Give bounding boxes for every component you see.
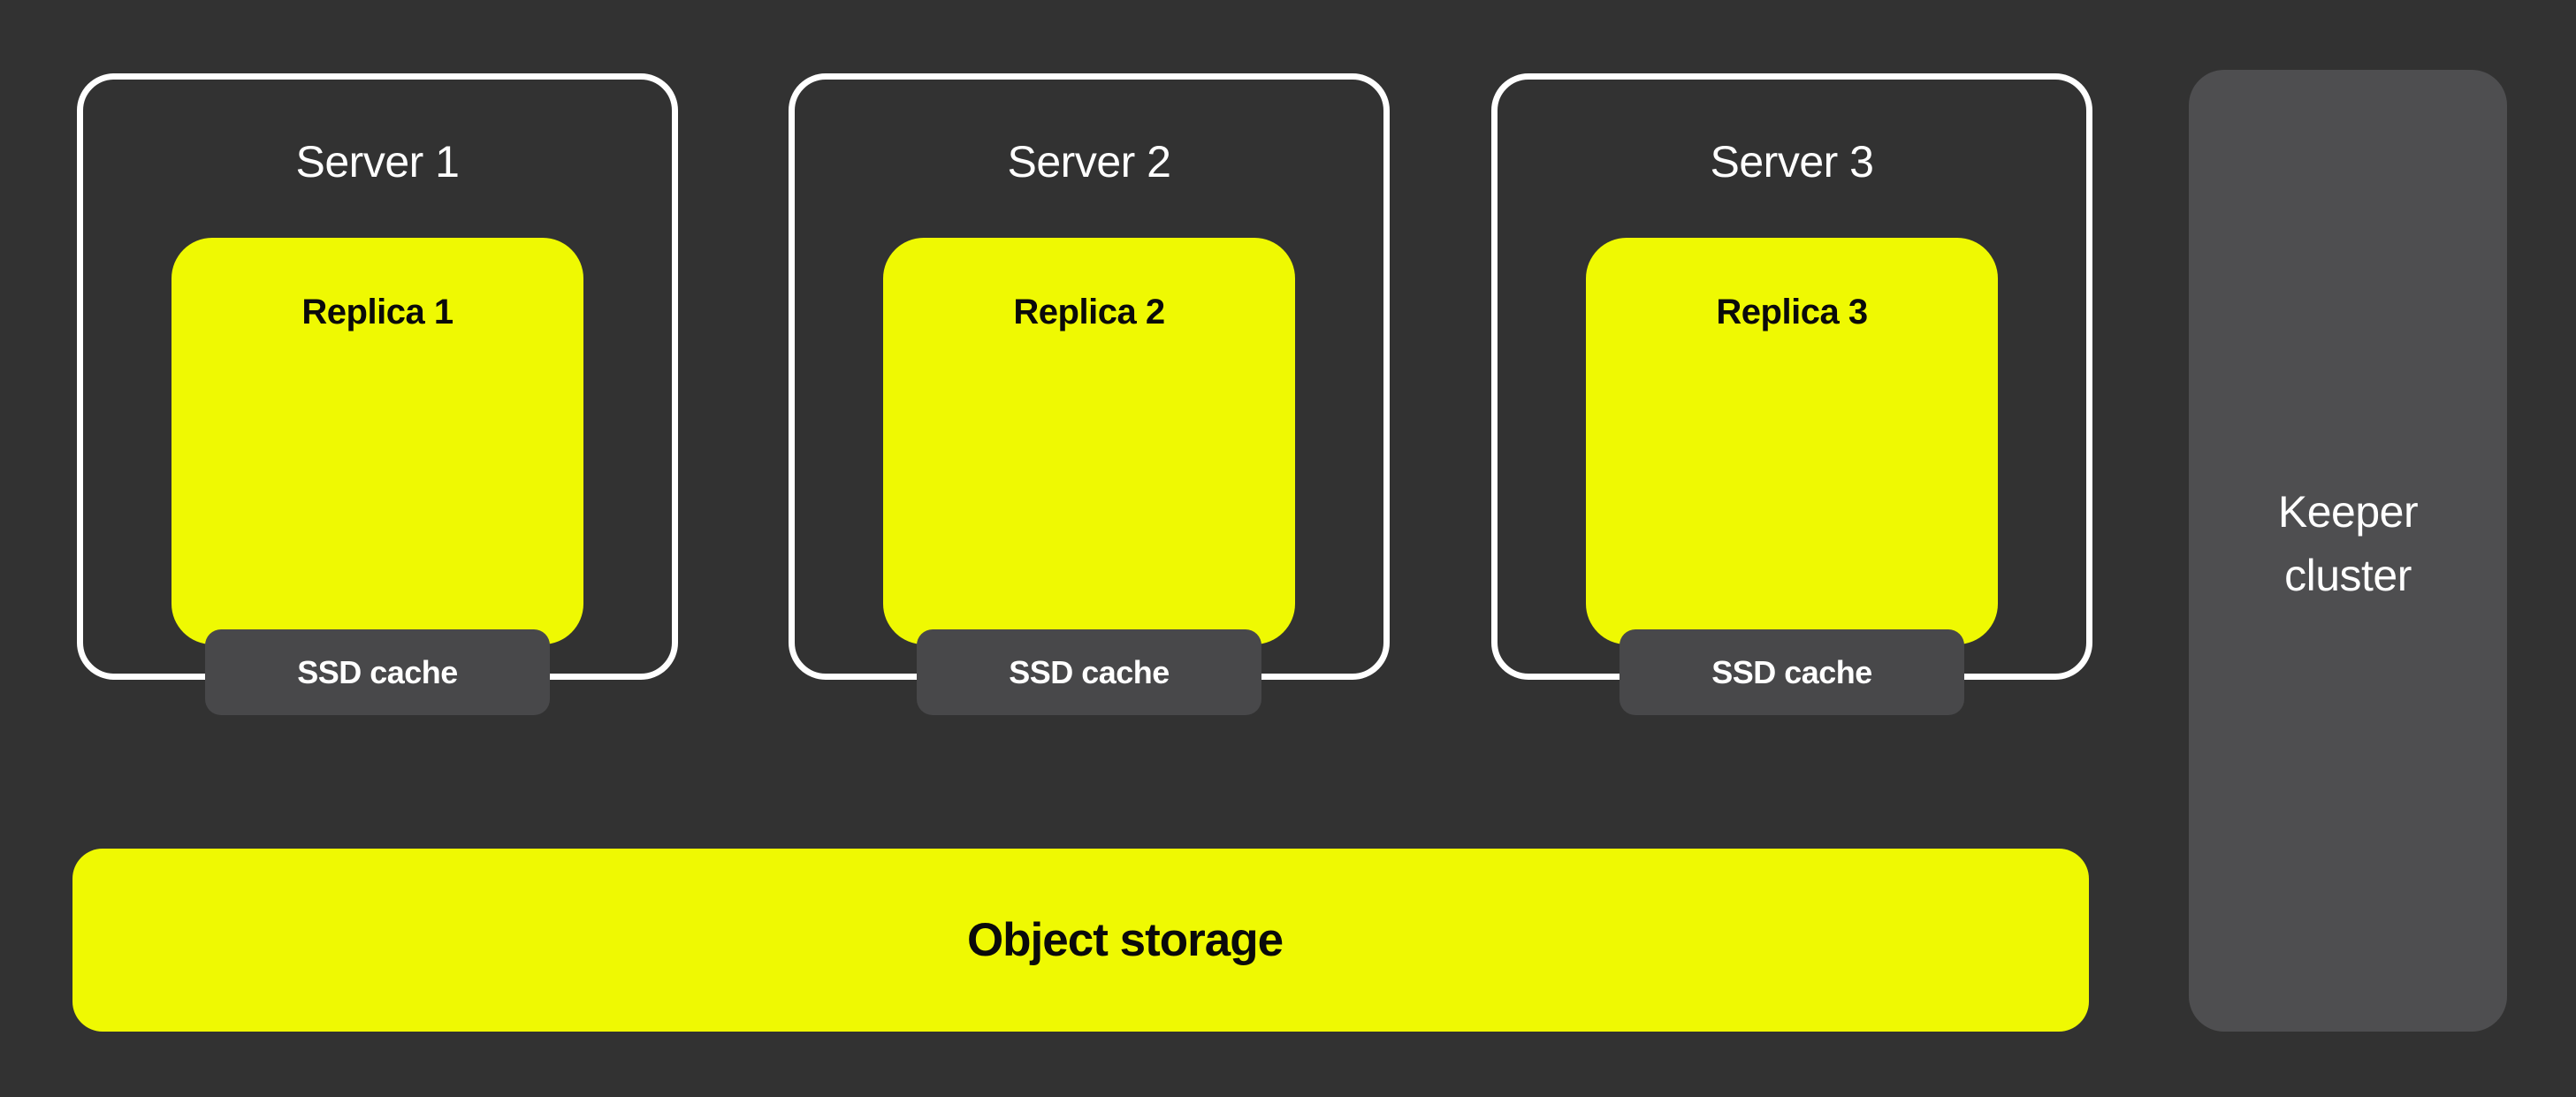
object-storage-box: Object storage <box>72 849 2089 1032</box>
server-3-label: Server 3 <box>1710 137 1874 187</box>
replica-3-box: Replica 3 <box>1586 238 1998 644</box>
keeper-cluster-box: Keeper cluster <box>2189 70 2507 1032</box>
keeper-cluster-label: Keeper cluster <box>2277 480 2419 608</box>
server-3-box: Server 3 Replica 3 SSD cache <box>1491 73 2092 715</box>
replica-1-label: Replica 1 <box>301 293 453 331</box>
replica-2-label: Replica 2 <box>1013 293 1165 331</box>
replica-3-label: Replica 3 <box>1716 293 1868 331</box>
replica-2-box: Replica 2 <box>883 238 1295 644</box>
server-2-box: Server 2 Replica 2 SSD cache <box>789 73 1390 715</box>
server-1-box: Server 1 Replica 1 SSD cache <box>77 73 678 715</box>
ssd-cache-1-label: SSD cache <box>297 653 458 690</box>
server-1-label: Server 1 <box>295 137 460 187</box>
object-storage-label: Object storage <box>966 914 1284 966</box>
ssd-cache-1-box: SSD cache <box>205 629 550 715</box>
replica-1-box: Replica 1 <box>171 238 583 644</box>
keeper-cluster-label-line2: cluster <box>2284 551 2412 600</box>
ssd-cache-2-label: SSD cache <box>1009 653 1170 690</box>
ssd-cache-2-box: SSD cache <box>917 629 1261 715</box>
ssd-cache-3-box: SSD cache <box>1620 629 1964 715</box>
keeper-cluster-label-line1: Keeper <box>2277 486 2419 537</box>
ssd-cache-3-label: SSD cache <box>1711 653 1872 690</box>
server-2-label: Server 2 <box>1007 137 1171 187</box>
